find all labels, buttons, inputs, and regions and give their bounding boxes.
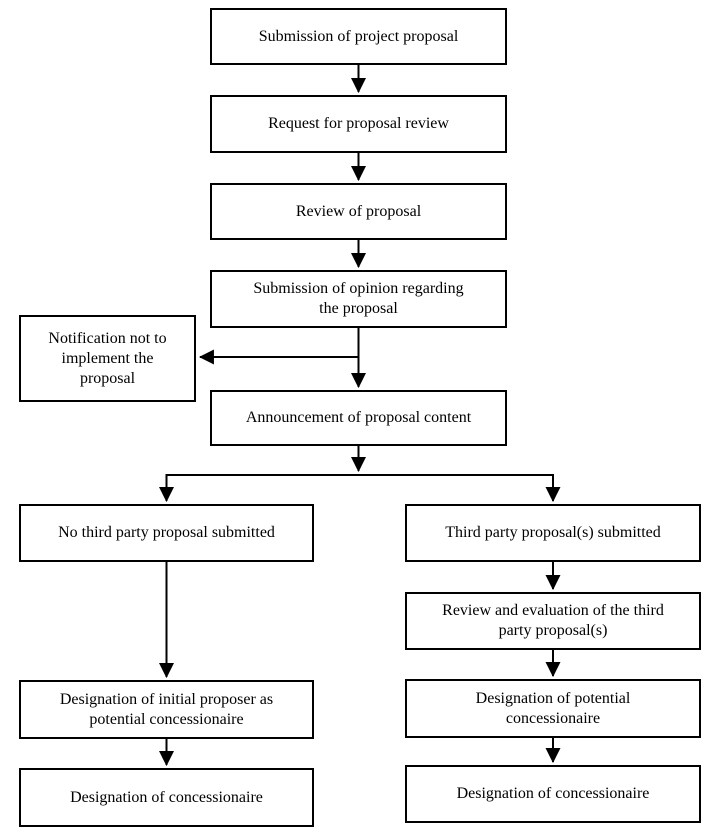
flow-box-designation-potential-concessionaire: Designation of potential concessionaire xyxy=(405,679,701,738)
flow-box-third-party-proposal-submitted: Third party proposal(s) submitted xyxy=(405,504,701,562)
flow-box-announcement-of-proposal-content: Announcement of proposal content xyxy=(210,390,507,446)
flow-box-designation-initial-proposer: Designation of initial proposer as poten… xyxy=(19,680,314,739)
flow-box-notification-not-to-implement: Notification not to implement the propos… xyxy=(19,315,196,402)
flow-box-no-third-party-proposal: No third party proposal submitted xyxy=(19,504,314,562)
flow-box-review-of-proposal: Review of proposal xyxy=(210,183,507,240)
flow-box-designation-concessionaire-left: Designation of concessionaire xyxy=(19,768,314,827)
flow-box-review-and-evaluation: Review and evaluation of the third party… xyxy=(405,592,701,650)
flow-box-submission-of-project-proposal: Submission of project proposal xyxy=(210,8,507,65)
flow-box-designation-concessionaire-right: Designation of concessionaire xyxy=(405,765,701,823)
flow-box-submission-of-opinion: Submission of opinion regarding the prop… xyxy=(210,270,507,328)
flow-box-request-for-proposal-review: Request for proposal review xyxy=(210,95,507,153)
